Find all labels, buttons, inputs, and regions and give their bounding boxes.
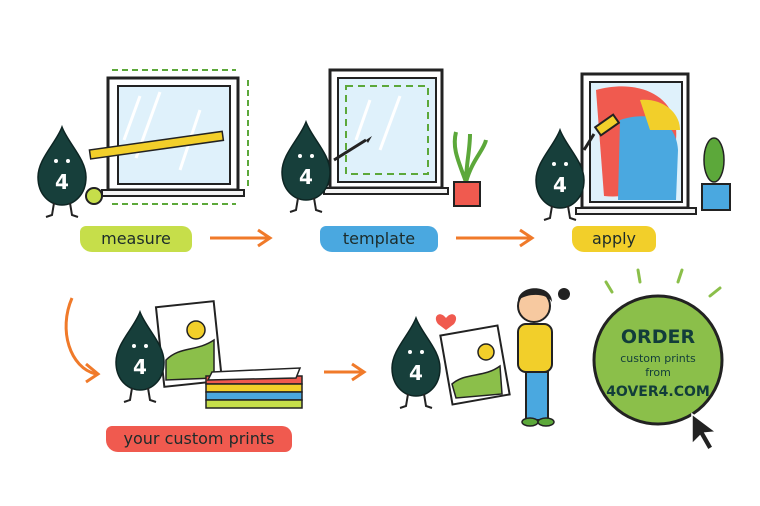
- flow-arrow: [210, 228, 273, 248]
- order-subtitle-line-1: custom prints: [620, 352, 696, 365]
- step-label-template: template: [320, 226, 438, 252]
- template-scene: [281, 68, 488, 213]
- cursor-icon: [691, 412, 719, 452]
- heart-icon: [435, 314, 457, 330]
- tape-measure-icon: [85, 130, 225, 205]
- print-sheet: [154, 300, 224, 388]
- window-template: [323, 68, 449, 195]
- step-label-custom-prints: your custom prints: [106, 426, 292, 452]
- prints-scene: [115, 300, 303, 409]
- order-badge[interactable]: [592, 268, 724, 426]
- print-stack: [205, 367, 303, 409]
- measure-dashed-guides: [112, 69, 249, 205]
- paint-roller-icon: [582, 113, 621, 151]
- mascot-handoff: [391, 317, 441, 409]
- pencil-icon: [333, 136, 372, 162]
- step-label-apply: apply: [572, 226, 656, 252]
- flow-arrow: [64, 297, 101, 384]
- window-apply: [575, 72, 697, 215]
- order-site-link[interactable]: 4OVER4.COM: [606, 384, 710, 400]
- potted-plant-icon: [452, 131, 488, 207]
- mascot-prints: [115, 311, 165, 403]
- flow-arrow: [324, 362, 367, 382]
- potted-plant-icon: [701, 137, 731, 211]
- measure-scene: [37, 69, 249, 218]
- handoff-scene: [391, 288, 570, 427]
- order-title[interactable]: ORDER: [620, 326, 696, 348]
- customer-figure: [517, 288, 570, 427]
- print-sheet: [439, 324, 511, 406]
- mascot-measure: [37, 126, 87, 218]
- mascot-template: [281, 121, 331, 213]
- mascot-apply: [535, 129, 585, 221]
- order-subtitle-line-2: from: [645, 366, 671, 379]
- apply-scene: [535, 72, 731, 221]
- step-label-measure: measure: [80, 226, 192, 252]
- flow-arrow: [456, 228, 535, 248]
